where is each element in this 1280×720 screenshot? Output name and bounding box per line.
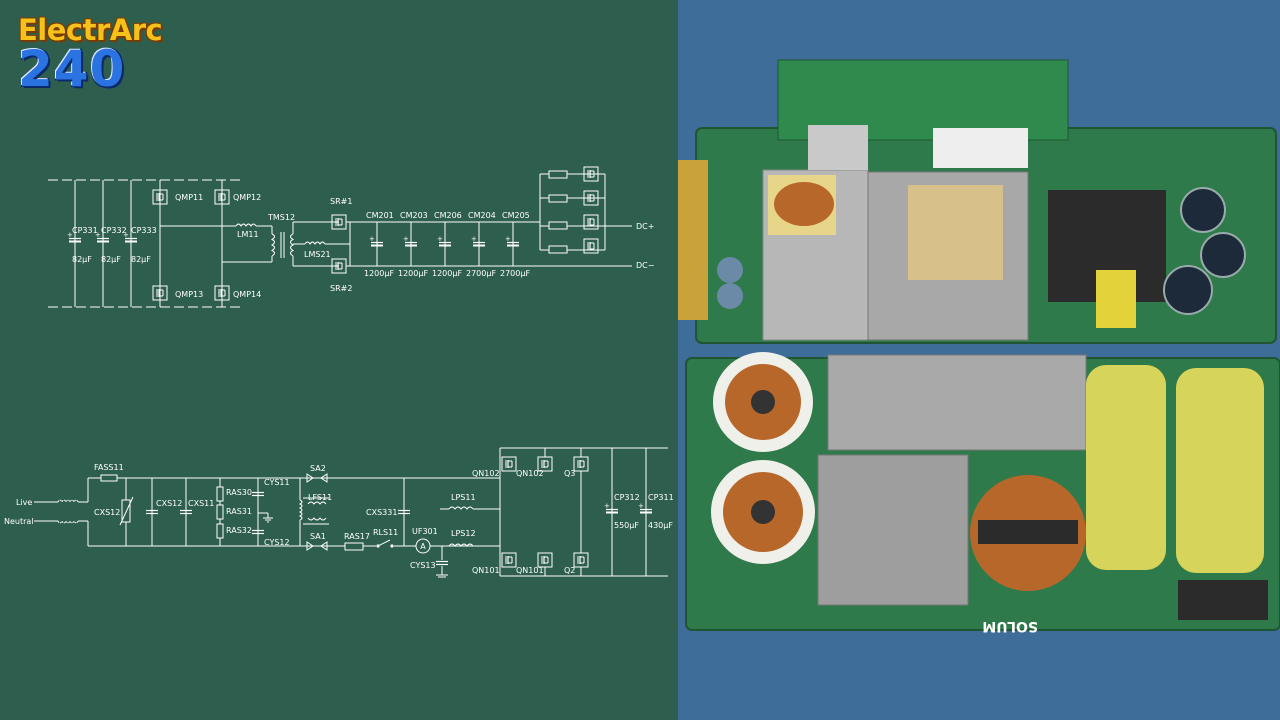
cm203-value: 1200µF [398,269,428,278]
pcb-photo: SOLUM [678,0,1280,720]
cap-cp332-value: 82µF [101,255,121,264]
cap-cp331-label: CP331 [72,226,98,235]
logo-line2: 240 [18,40,126,98]
live-label: Live [16,498,32,507]
mosfet-orring-4 [583,238,599,254]
mosfet-qn101-a [501,552,517,568]
q2-label: Q2 [564,566,575,575]
neutral-label: Neutral [4,517,34,526]
cm206-value: 1200µF [432,269,462,278]
cm203-label: CM203 [400,211,428,220]
dcdc-stage: CP331 CP332 CP333 82µF 82µF 82µF QMP11 Q… [48,166,654,308]
sa2-label: SA2 [310,464,326,473]
qn101-b-label: QN101 [516,566,544,575]
mosfet-qn101-b [537,552,553,568]
cxs12-b-label: CXS12 [156,499,182,508]
rls11-label: RLS11 [373,528,398,537]
cm205-value: 2700µF [500,269,530,278]
cys13-label: CYS13 [410,561,436,570]
cap-cp331-value: 82µF [72,255,92,264]
cxs331-label: CXS331 [366,508,397,517]
lfs11-label: LFS11 [308,493,332,502]
cys11-label: CYS11 [264,478,290,487]
cap-cp332-label: CP332 [101,226,127,235]
cm204-value: 2700µF [466,269,496,278]
schematic-diagram: + CP331 CP332 CP333 82µF [4,166,674,578]
cp311-label: CP311 [648,493,674,502]
cxs12-a-label: CXS12 [94,508,120,517]
cp311-value: 430µF [648,521,673,530]
cm205-label: CM205 [502,211,530,220]
channel-logo: ElectrArc 240 [18,13,163,98]
ras30-label: RAS30 [226,488,252,497]
mosfet-orring-3 [583,214,599,230]
ras31-label: RAS31 [226,507,252,516]
sr1-label: SR#1 [330,197,352,206]
cxs11-label: CXS11 [188,499,214,508]
cm204-label: CM204 [468,211,496,220]
mosfet-q2 [573,552,589,568]
lm11-label: LM11 [237,230,259,239]
lps11-label: LPS11 [451,493,476,502]
lms21-label: LMS21 [304,250,331,259]
qmp14-label: QMP14 [233,290,261,299]
qmp12-label: QMP12 [233,193,261,202]
q3-label: Q3 [564,469,575,478]
fass11-label: FASS11 [94,463,124,472]
cm201-value: 1200µF [364,269,394,278]
cp312-value: 550µF [614,521,639,530]
pcb-photo-illustration: SOLUM [678,0,1280,720]
ras32-label: RAS32 [226,526,252,535]
lower-board: SOLUM [685,352,1280,634]
qn102-a-label: QN102 [472,469,500,478]
mosfet-qn102-a [501,456,517,472]
cap-cp333-value: 82µF [131,255,151,264]
schematic-panel: ElectrArc 240 + [4,13,674,578]
ac-stage: Live Neutral FASS11 CXS12 [4,447,674,578]
sr2-label: SR#2 [330,284,352,293]
qn101-a-label: QN101 [472,566,500,575]
tms12-label: TMS12 [267,213,295,222]
lps12-label: LPS12 [451,529,476,538]
ras17-label: RAS17 [344,532,370,541]
upper-board [678,59,1277,344]
solum-marking: SOLUM [982,618,1038,634]
qmp13-label: QMP13 [175,290,203,299]
cap-cp333-label: CP333 [131,226,157,235]
sa1-label: SA1 [310,532,326,541]
cys12-label: CYS12 [264,538,290,547]
cm201-label: CM201 [366,211,394,220]
dc-negative-label: DC− [636,261,654,270]
cm206-label: CM206 [434,211,462,220]
qmp11-label: QMP11 [175,193,203,202]
qn102-b-label: QN102 [516,469,544,478]
ammeter-symbol: A [420,542,426,551]
logo-line1: ElectrArc [18,13,163,47]
dc-positive-label: DC+ [636,222,654,231]
mosfet-q3 [573,456,589,472]
cp312-label: CP312 [614,493,640,502]
uf301-label: UF301 [412,527,438,536]
